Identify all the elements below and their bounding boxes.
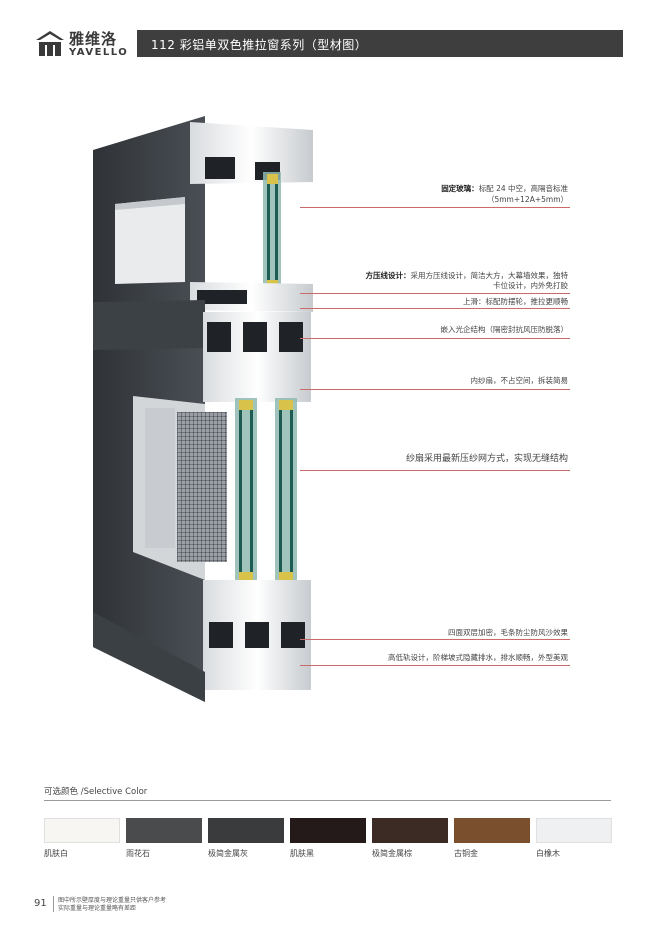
color-swatch: [290, 818, 366, 843]
callout-bold: 固定玻璃：: [441, 184, 479, 193]
brand-name-cn: 雅维洛: [69, 30, 118, 48]
callout-line: [300, 207, 570, 208]
logo-house-icon: [36, 31, 64, 56]
page-title: 112 彩铝单双色推拉窗系列（型材图）: [151, 38, 368, 52]
color-swatch-label: 雨花石: [126, 849, 150, 858]
callout-screen-mesh: 纱扇采用最新压纱网方式，实现无缝结构: [300, 454, 570, 482]
callout-text: 标配 24 中空，高隔音标准: [478, 184, 568, 193]
color-swatch: [208, 818, 284, 843]
callout-fixed-glass: 固定玻璃：标配 24 中空，高隔音标准 （5mm+12A+5mm）: [300, 184, 570, 212]
footer-note-line2: 实际重量与理论重量略有差距: [58, 905, 137, 912]
callout-bold: 方压线设计：: [365, 271, 411, 280]
color-swatch: [372, 818, 448, 843]
color-swatch-label: 极简金属棕: [372, 849, 412, 858]
color-swatch: [44, 818, 120, 843]
callout-line: [300, 308, 570, 309]
footer-note: 图中所示壁厚度与理论重量只供客户参考 实际重量与理论重量略有差距: [58, 897, 166, 913]
color-swatch: [454, 818, 530, 843]
color-swatch-label: 古铜金: [454, 849, 478, 858]
callout-text: 高低轨设计，阶梯坡式隐藏排水，排水顺畅，外型美观: [388, 653, 568, 662]
footer-divider: [53, 896, 54, 912]
callout-top-slide: 上滑：标配防摆轮，推拉更顺畅: [300, 297, 570, 325]
callout-sub: （5mm+12A+5mm）: [486, 195, 568, 204]
window-profile-illustration: [93, 116, 313, 702]
callout-text: 嵌入光企结构（隔密封抗风压防脱落）: [440, 325, 569, 334]
callout-text: 上滑：标配防摆轮，推拉更顺畅: [463, 297, 568, 306]
page-title-bar: 112 彩铝单双色推拉窗系列（型材图）: [137, 30, 623, 57]
brand-logo: 雅维洛 YAVELLO: [35, 28, 135, 60]
color-swatch: [126, 818, 202, 843]
color-swatch: [536, 818, 612, 843]
color-swatch-label: 肌肤白: [44, 849, 68, 858]
color-swatch-label: 极简金属灰: [208, 849, 248, 858]
color-swatch-label: 白橡木: [536, 849, 560, 858]
callout-text: 采用方压线设计，简洁大方，大幕墙效果，独特: [410, 271, 569, 280]
colors-divider: [44, 800, 611, 801]
callout-line: [300, 665, 570, 666]
color-swatch-label: 肌肤黑: [290, 849, 314, 858]
callout-line: [300, 639, 570, 640]
callout-text: 内纱扇，不占空间，拆装简易: [470, 376, 569, 385]
callout-inner-screen: 内纱扇，不占空间，拆装简易: [300, 376, 570, 404]
callout-line: [300, 470, 570, 471]
footer-note-line1: 图中所示壁厚度与理论重量只供客户参考: [58, 897, 167, 904]
callout-sub: 卡位设计，内外免打胶: [493, 281, 568, 290]
callout-square-bead: 方压线设计：采用方压线设计，简洁大方，大幕墙效果，独特 卡位设计，内外免打胶: [300, 271, 570, 299]
callout-embedded-structure: 嵌入光企结构（隔密封抗风压防脱落）: [300, 325, 570, 353]
callout-line: [300, 293, 570, 294]
callout-double-seal: 四面双层加密，毛条防尘防风沙效果: [300, 628, 570, 656]
callout-text: 四面双层加密，毛条防尘防风沙效果: [448, 628, 568, 637]
callout-text: 纱扇采用最新压纱网方式，实现无缝结构: [405, 454, 568, 464]
callout-drainage: 高低轨设计，阶梯坡式隐藏排水，排水顺畅，外型美观: [300, 653, 570, 681]
callout-line: [300, 338, 570, 339]
callout-line: [300, 389, 570, 390]
colors-section-title: 可选颜色 /Selective Color: [44, 787, 148, 797]
page-number: 91: [34, 898, 47, 909]
brand-name-en: YAVELLO: [69, 47, 129, 58]
